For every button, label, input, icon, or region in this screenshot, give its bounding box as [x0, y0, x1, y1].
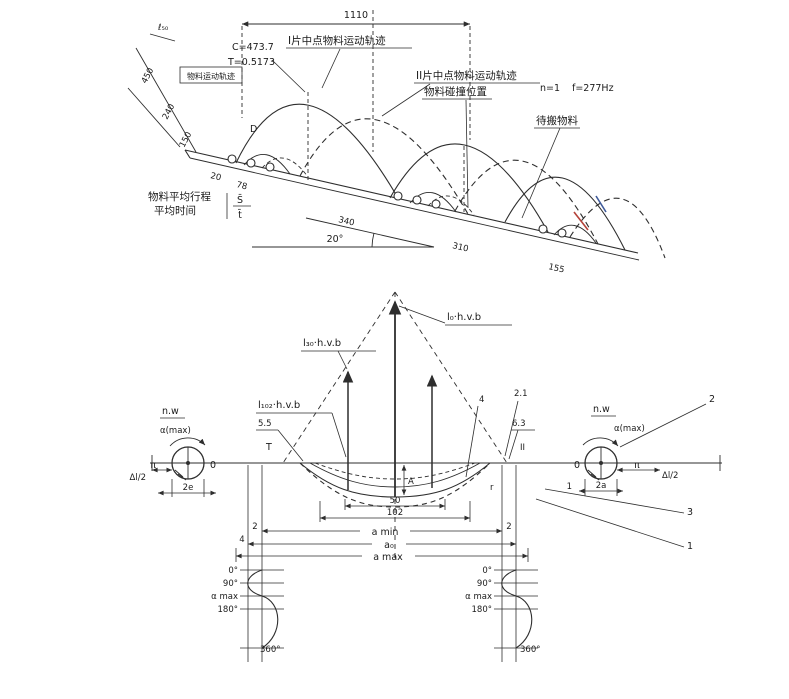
trajectory-arcs-dashed [261, 118, 666, 259]
label-dim-1110: 1110 [344, 10, 368, 21]
dimension-label-left-2: 150 [178, 130, 194, 149]
phase-scale-left [240, 569, 284, 649]
label-angle-20: 20° [327, 234, 344, 245]
callout-2: 2 [709, 394, 715, 405]
guide-vertical-lines [235, 465, 529, 662]
label-fraction-denominator: t̄ [238, 209, 242, 221]
apex-verticals [307, 92, 465, 212]
label-trajectory-2: II片中点物料运动轨迹 [416, 69, 517, 82]
label-vector-center: l₀·h.v.b [447, 312, 481, 323]
phase-left-alpha: α max [211, 592, 238, 602]
phase-right-0: 0° [482, 566, 492, 576]
label-delta-l2-left: Δl/2 [130, 473, 146, 483]
label-a-max: a max [373, 552, 403, 563]
lower-vector-diagram [150, 291, 722, 662]
phase-right-90: 90° [477, 579, 492, 589]
phase-right-180: 180° [472, 605, 492, 615]
label-gap-left-4: 4 [239, 535, 244, 545]
label-value-5-5: 5.5 [258, 419, 272, 429]
callout-3: 3 [687, 507, 693, 518]
phase-scale-right [494, 569, 538, 649]
label-amplitude: A [408, 477, 414, 487]
dimension-label-incline-0: 20 [209, 171, 222, 183]
label-dim-1: 1 [567, 482, 572, 492]
label-trajectory-1: I片中点物料运动轨迹 [288, 34, 386, 47]
dimension-lines [236, 503, 528, 559]
label-fraction-numerator: S̄ [237, 194, 243, 206]
callout-1: 1 [687, 541, 693, 552]
label-leader-lines [179, 47, 580, 219]
dimension-label-incline-1: 78 [235, 180, 248, 192]
label-point-d: D [250, 124, 257, 135]
label-eq-t: T=0.5173 [227, 57, 275, 68]
label-f-equation: f=277Hz [572, 83, 614, 94]
label-l50: ℓ₅₀ [157, 23, 169, 33]
label-nw-left: n.w [162, 406, 179, 417]
dimension-label-incline-3: 310 [451, 241, 469, 254]
angle-mark-20 [252, 217, 435, 248]
label-nw-right: n.w [593, 404, 610, 415]
dimension-label-incline-4: 155 [547, 262, 565, 275]
lower-diagram-labels: l₀·h.v.b l₃₀·h.v.b l₁₀₂·h.v.b 5.5 4 2.1 … [130, 312, 716, 655]
upper-trajectory-diagram [127, 10, 666, 261]
label-collision-position: 物料碰撞位置 [424, 85, 487, 98]
label-delta-l2-right: Δl/2 [662, 471, 678, 481]
dimension-label-left-0: 450 [140, 66, 156, 85]
label-zero-right: 0 [574, 460, 580, 471]
phase-right-360: 360° [520, 645, 540, 655]
center-axis-and-envelope [282, 291, 508, 558]
dimension-label-incline-2: 340 [337, 215, 355, 228]
material-particles [227, 154, 567, 238]
label-alpha-max-left: α(max) [160, 426, 191, 436]
label-vector-left: l₃₀·h.v.b [303, 338, 341, 349]
label-r-mark: r [490, 483, 494, 493]
left-extension-lines [127, 33, 197, 153]
label-avg-time: 平均时间 [154, 204, 196, 217]
label-boxed-note: 物料运动轨迹 [187, 71, 235, 81]
label-dim-102: 102 [387, 508, 403, 518]
phase-left-0: 0° [228, 566, 238, 576]
label-leaders-bottom [256, 305, 707, 548]
label-avg-travel: 物料平均行程 [148, 190, 211, 203]
phase-left-360: 360° [260, 645, 280, 655]
colored-scan-marks [573, 195, 607, 231]
drive-wheel-left [152, 417, 216, 497]
label-section-2: II [520, 443, 525, 453]
label-a-0: a₀ [384, 540, 394, 551]
label-dim-2e: 2e [183, 483, 194, 493]
label-t-mark: T [265, 442, 272, 453]
label-material: 待搬物料 [536, 114, 578, 127]
label-pi-right: π [634, 460, 640, 471]
label-a-min: a min [372, 527, 399, 538]
label-value-6-3: 6.3 [512, 419, 526, 429]
label-gap-right-2: 2 [506, 522, 511, 532]
drive-wheel-right [579, 415, 660, 496]
dimension-label-left-1: 240 [161, 102, 177, 121]
vibration-vector-arrows [342, 300, 438, 497]
label-value-2-1: 2.1 [514, 389, 528, 399]
label-zero-left: 0 [210, 460, 216, 471]
label-dim-50: 50 [390, 496, 401, 506]
label-vector-line: l₁₀₂·h.v.b [258, 400, 300, 411]
label-value-4: 4 [479, 395, 484, 405]
label-alpha-max-right: α(max) [614, 424, 645, 434]
label-n-equation: n=1 [540, 83, 560, 94]
label-pi-left: π [150, 460, 156, 471]
phase-left-90: 90° [223, 579, 238, 589]
phase-left-180: 180° [218, 605, 238, 615]
label-dim-2a: 2a [596, 481, 607, 491]
upper-diagram-labels: ℓ₅₀ 1110 C=473.7 T=0.5173 物料运动轨迹 I片中点物料运… [140, 10, 614, 276]
label-eq-c: C=473.7 [232, 42, 274, 53]
phase-right-alpha: α max [465, 592, 492, 602]
label-gap-left-2: 2 [252, 522, 257, 532]
